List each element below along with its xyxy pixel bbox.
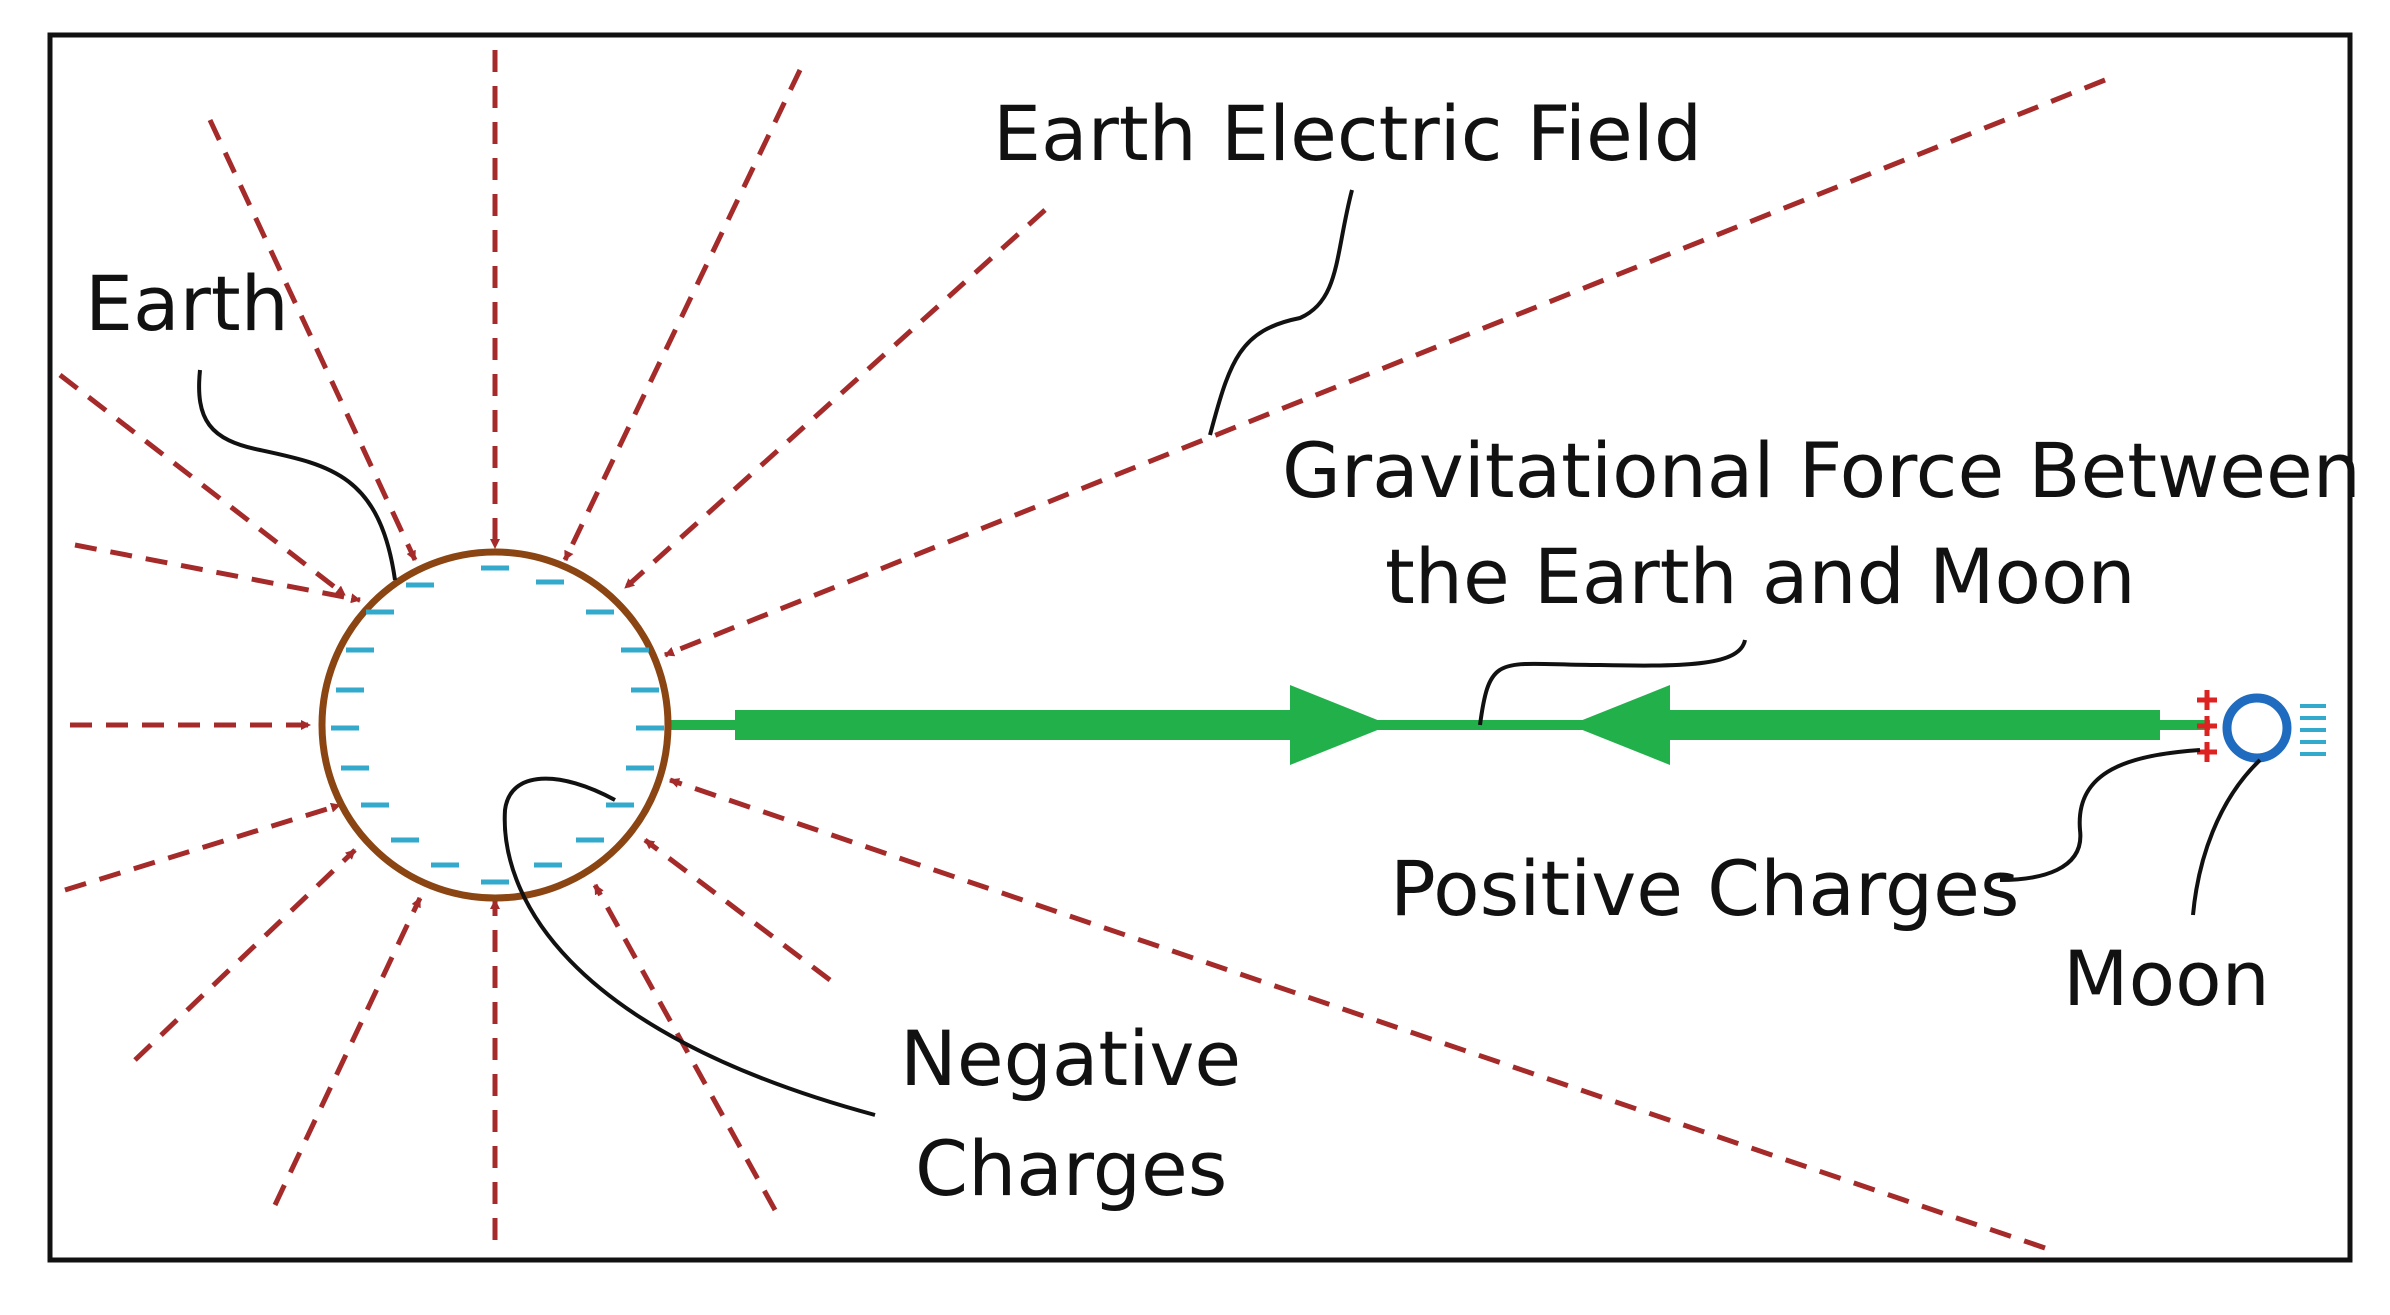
field-line [74, 542, 361, 604]
label-negative-line1: Negative [900, 1014, 1241, 1103]
plus-sign-icon [2197, 716, 2217, 736]
positive-charges [2197, 690, 2217, 762]
field-line [669, 777, 2046, 1251]
moon-negative-charges [2300, 704, 2326, 756]
field-line [133, 848, 357, 1062]
gravity-thick-bar-left [735, 710, 1315, 740]
label-gravitational-force-line2: the Earth and Moon [1385, 532, 2136, 621]
gravitational-force [670, 685, 2210, 765]
gravity-leader-line [1478, 639, 1747, 726]
gravity-thick-bar-right [1640, 710, 2160, 740]
label-moon: Moon [2063, 934, 2270, 1023]
label-earth: Earth [85, 259, 289, 348]
earth-leader-line [197, 369, 397, 581]
field-line [64, 802, 341, 893]
field-line [58, 373, 347, 597]
negative-charges [331, 565, 664, 885]
gravity-arrow-left [1570, 685, 1670, 765]
gravity-arrow-right [1290, 685, 1390, 765]
electric-field-lines [58, 50, 2106, 1251]
plus-sign-icon [2197, 742, 2217, 762]
moon-icon [2222, 693, 2292, 763]
label-gravitational-force-line1: Gravitational Force Between [1282, 426, 2361, 515]
plus-sign-icon [2197, 690, 2217, 710]
earth-field-leader-line [1208, 189, 1354, 436]
field-line [664, 77, 2106, 658]
positive-leader-line [1999, 748, 2201, 882]
field-line [623, 208, 1047, 590]
field-line [592, 883, 778, 1212]
field-line [272, 896, 423, 1207]
negative-leader-line [502, 776, 876, 1117]
field-line [207, 118, 418, 562]
earth-icon [318, 548, 672, 902]
label-negative-line2: Charges [915, 1124, 1227, 1213]
field-line [643, 838, 832, 982]
field-line [562, 68, 803, 562]
moon-leader-line [2191, 758, 2262, 916]
diagram-frame [47, 32, 2353, 1263]
label-earth-electric-field: Earth Electric Field [993, 89, 1702, 178]
label-positive-charges: Positive Charges [1390, 844, 2019, 933]
